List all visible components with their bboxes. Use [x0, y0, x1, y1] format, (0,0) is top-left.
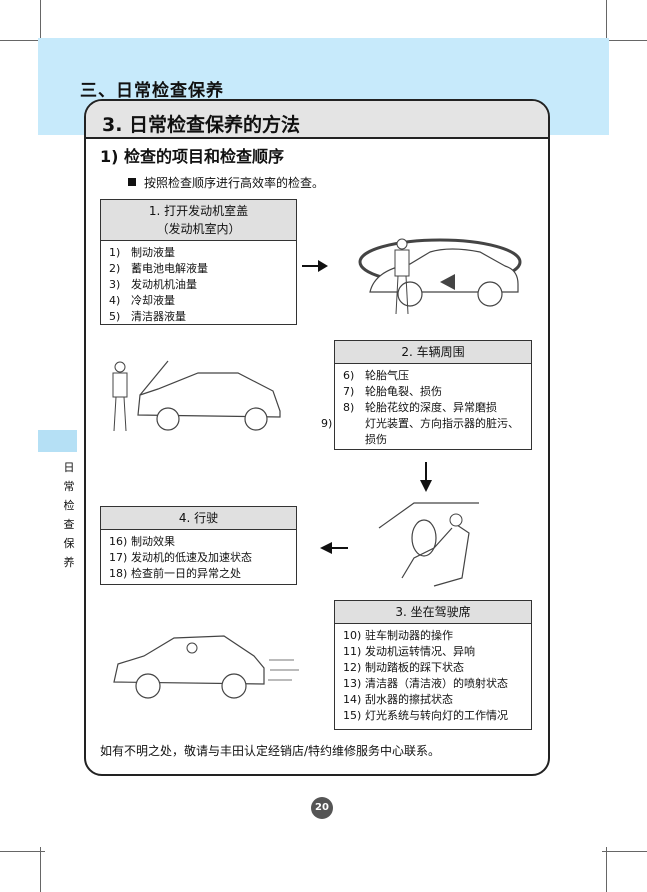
list-item: 15)灯光系统与转向灯的工作情况: [343, 709, 508, 722]
intro-text: 按照检查顺序进行高效率的检查。: [144, 176, 325, 190]
side-tab-label: 日 常 检 查 保 养: [63, 461, 75, 569]
crop-mark: [0, 851, 45, 852]
list-item: 10)驻车制动器的操作: [343, 629, 453, 642]
list-item: 9)灯光装置、方向指示器的脏污、损伤: [321, 417, 519, 446]
list-item: 2)蓄电池电解液量: [109, 262, 208, 275]
driving-car-illustration: [113, 635, 299, 699]
crop-mark: [0, 40, 45, 41]
list-item: 16)制动效果: [109, 535, 175, 548]
list-item: 11)发动机运转情况、异响: [343, 645, 475, 658]
page-title: 3. 日常检查保养的方法: [102, 114, 301, 136]
crop-mark: [602, 851, 647, 852]
step3-list: 10)驻车制动器的操作 11)发动机运转情况、异响 12)制动踏板的踩下状态 1…: [335, 624, 531, 728]
page-number: 20: [311, 797, 333, 819]
open-hood-illustration: [112, 360, 281, 432]
list-item: 1)制动液量: [109, 246, 175, 259]
crop-mark: [606, 847, 607, 892]
crop-mark: [602, 40, 647, 41]
list-item: 18)检查前一日的异常之处: [109, 567, 241, 580]
arrow-down-icon: [420, 462, 432, 492]
step4-box: 4. 行驶 16)制动效果 17)发动机的低速及加速状态 18)检查前一日的异常…: [100, 506, 297, 585]
step1-list: 1)制动液量 2)蓄电池电解液量 3)发动机机油量 4)冷却液量 5)清洁器液量: [101, 241, 296, 329]
list-item: 17)发动机的低速及加速状态: [109, 551, 252, 564]
arrow-left-icon: [320, 542, 348, 554]
list-item: 12)制动踏板的踩下状态: [343, 661, 464, 674]
section-title: 三、日常检查保养: [80, 81, 224, 101]
footer-note: 如有不明之处，敬请与丰田认定经销店/特约维修服务中心联系。: [100, 744, 441, 758]
step2-heading: 2. 车辆周围: [335, 341, 531, 364]
list-item: 6)轮胎气压: [343, 369, 409, 382]
step3-heading: 3. 坐在驾驶席: [335, 601, 531, 624]
crop-mark: [606, 0, 607, 45]
list-item: 8)轮胎花纹的深度、异常磨损: [343, 401, 497, 414]
side-tab: [38, 430, 77, 452]
step4-list: 16)制动效果 17)发动机的低速及加速状态 18)检查前一日的异常之处: [101, 530, 296, 586]
list-item: 4)冷却液量: [109, 294, 175, 307]
step2-list: 6)轮胎气压 7)轮胎龟裂、损伤 8)轮胎花纹的深度、异常磨损 9)灯光装置、方…: [321, 364, 531, 452]
step3-box: 3. 坐在驾驶席 10)驻车制动器的操作 11)发动机运转情况、异响 12)制动…: [334, 600, 532, 730]
list-item: 3)发动机机油量: [109, 278, 197, 291]
list-item: 5)清洁器液量: [109, 310, 186, 323]
arrow-right-icon: [302, 260, 328, 272]
frame-header: 3. 日常检查保养的方法: [86, 101, 548, 139]
car-walkaround-illustration: [358, 238, 522, 315]
crop-mark: [40, 0, 41, 45]
list-item: 7)轮胎龟裂、损伤: [343, 385, 442, 398]
step1-heading: 1. 打开发动机室盖 （发动机室内）: [101, 200, 296, 241]
subsection-title: 1) 检查的项目和检查顺序: [100, 147, 285, 166]
intro-line: 按照检查顺序进行高效率的检查。: [128, 174, 324, 191]
driver-seat-illustration: [378, 502, 479, 587]
step2-box: 2. 车辆周围 6)轮胎气压 7)轮胎龟裂、损伤 8)轮胎花纹的深度、异常磨损 …: [321, 340, 532, 452]
square-bullet-icon: [128, 178, 136, 186]
list-item: 13)清洁器（清洁液）的喷射状态: [343, 677, 508, 690]
step1-box: 1. 打开发动机室盖 （发动机室内） 1)制动液量 2)蓄电池电解液量 3)发动…: [100, 199, 297, 325]
list-item: 14)刮水器的擦拭状态: [343, 693, 453, 706]
crop-mark: [40, 847, 41, 892]
step4-heading: 4. 行驶: [101, 507, 296, 530]
